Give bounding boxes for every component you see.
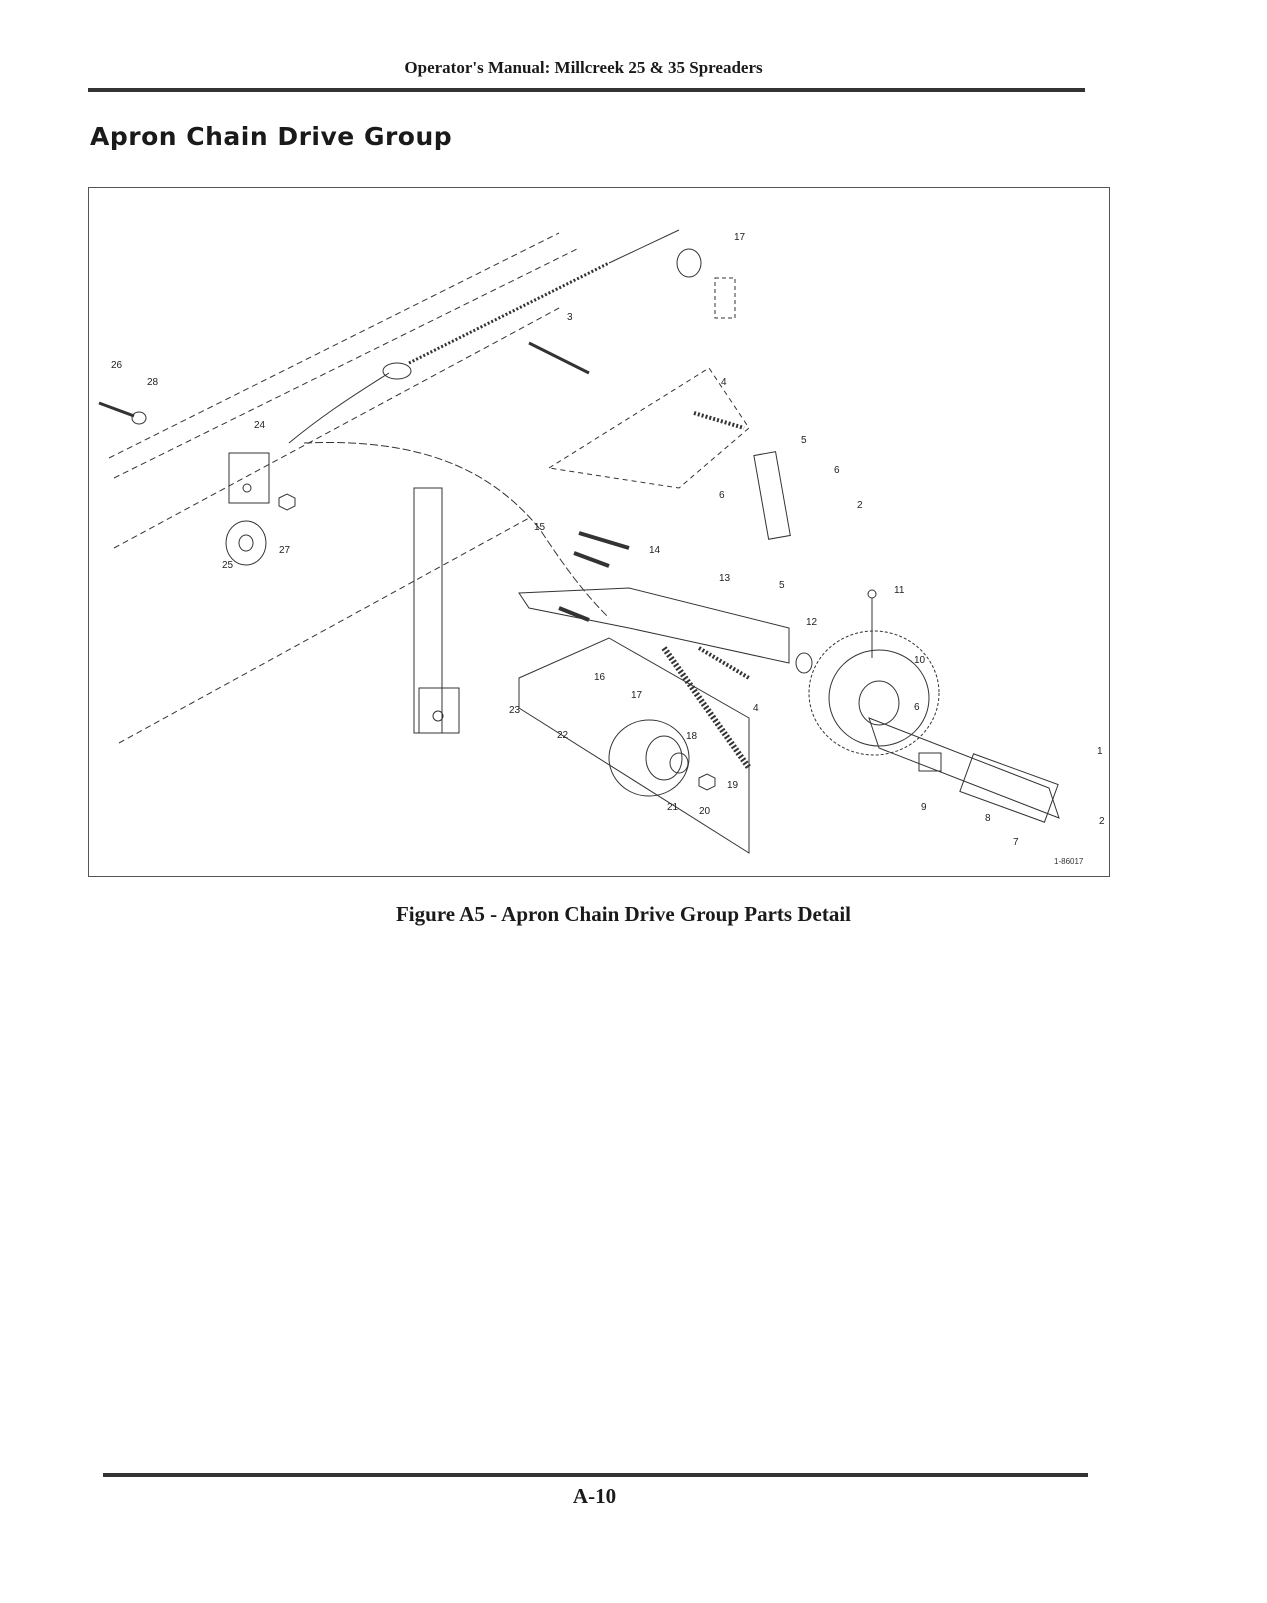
svg-text:12: 12 xyxy=(806,617,818,628)
svg-text:23: 23 xyxy=(509,705,521,716)
svg-text:25: 25 xyxy=(222,560,234,571)
svg-text:6: 6 xyxy=(914,702,920,713)
svg-text:22: 22 xyxy=(557,730,569,741)
svg-text:9: 9 xyxy=(921,802,927,813)
svg-text:16: 16 xyxy=(594,672,606,683)
page-header: Operator's Manual: Millcreek 25 & 35 Spr… xyxy=(0,58,1267,78)
header-rule xyxy=(88,88,1085,92)
svg-text:3: 3 xyxy=(567,312,573,323)
svg-text:21: 21 xyxy=(667,802,679,813)
section-title: Apron Chain Drive Group xyxy=(90,122,452,151)
drawing-ref-number: 1-86017 xyxy=(1054,857,1084,866)
svg-text:28: 28 xyxy=(147,377,159,388)
header-text: Operator's Manual: Millcreek 25 & 35 Spr… xyxy=(404,58,762,77)
svg-text:5: 5 xyxy=(801,435,807,446)
svg-text:6: 6 xyxy=(719,490,725,501)
svg-text:4: 4 xyxy=(721,377,727,388)
svg-text:27: 27 xyxy=(279,545,291,556)
svg-text:17: 17 xyxy=(631,690,643,701)
svg-text:20: 20 xyxy=(699,806,711,817)
parts-diagram-figure: 17 3 4 5 6 6 2 26 28 24 27 25 15 14 13 5… xyxy=(88,187,1110,877)
svg-text:4: 4 xyxy=(753,703,759,714)
page-number: A-10 xyxy=(0,1484,1267,1509)
svg-text:6: 6 xyxy=(834,465,840,476)
footer-rule xyxy=(103,1473,1088,1477)
page-number-text: A-10 xyxy=(573,1484,616,1508)
svg-text:19: 19 xyxy=(727,780,739,791)
svg-text:2: 2 xyxy=(1099,816,1105,827)
svg-text:10: 10 xyxy=(914,655,926,666)
svg-text:17: 17 xyxy=(734,232,746,243)
svg-text:24: 24 xyxy=(254,420,266,431)
svg-text:7: 7 xyxy=(1013,837,1019,848)
svg-text:2: 2 xyxy=(857,500,863,511)
svg-text:26: 26 xyxy=(111,360,123,371)
figure-caption: Figure A5 - Apron Chain Drive Group Part… xyxy=(0,902,1267,927)
svg-text:18: 18 xyxy=(686,731,698,742)
figure-caption-text: Figure A5 - Apron Chain Drive Group Part… xyxy=(396,902,851,926)
svg-text:15: 15 xyxy=(534,522,546,533)
svg-text:14: 14 xyxy=(649,545,661,556)
svg-text:5: 5 xyxy=(779,580,785,591)
svg-text:11: 11 xyxy=(894,585,905,596)
exploded-parts-diagram-icon: 17 3 4 5 6 6 2 26 28 24 27 25 15 14 13 5… xyxy=(89,188,1109,876)
svg-text:13: 13 xyxy=(719,573,731,584)
svg-text:8: 8 xyxy=(985,813,991,824)
svg-text:1: 1 xyxy=(1097,746,1103,757)
